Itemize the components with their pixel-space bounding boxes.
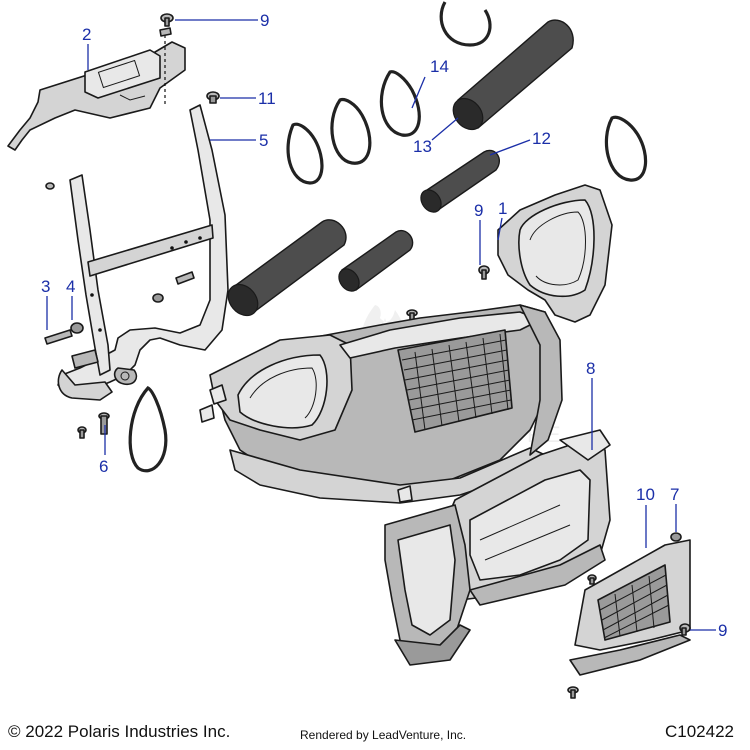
callout-5: 5: [259, 131, 268, 150]
tube-13: [452, 19, 574, 131]
bolt-skid-a: [587, 574, 597, 585]
part-10-skid-plate: [569, 539, 691, 676]
diagram-code: C102422: [664, 722, 734, 741]
callout-9-middle: 9: [474, 201, 483, 220]
bolt-9-top: [160, 13, 174, 27]
grille-mesh: [401, 333, 512, 431]
part-5-guard-frame: [57, 104, 229, 401]
part-2-upper-bracket: [7, 27, 186, 151]
foam-tubes: [227, 19, 574, 317]
callout-8: 8: [586, 359, 595, 378]
straps-14: [286, 1, 648, 185]
skid-hardware: [567, 532, 691, 699]
strap-lower: [128, 386, 168, 473]
callout-1: 1: [498, 199, 507, 218]
bolt-6b: [98, 412, 110, 435]
callout-12: 12: [532, 129, 551, 148]
callout-10: 10: [636, 485, 655, 504]
skid-grille-mesh: [599, 574, 670, 639]
bolt-7: [670, 532, 682, 542]
bolt-9-bottom: [679, 623, 691, 636]
callout-11: 11: [258, 89, 276, 108]
callout-13: 13: [413, 137, 432, 156]
part-1-front-fascia: [199, 184, 613, 504]
leader-lines: [46, 19, 716, 631]
callout-9-bottom: 9: [718, 621, 727, 640]
tube-left-short: [338, 229, 414, 292]
copyright-text: © 2022 Polaris Industries Inc.: [8, 722, 231, 741]
frame-hardware: [44, 182, 418, 439]
tube-left-long: [227, 219, 347, 317]
callout-7: 7: [670, 485, 679, 504]
callout-9-top: 9: [260, 11, 269, 30]
bolt-6a: [77, 426, 87, 439]
callout-6: 6: [99, 457, 108, 476]
tube-12: [420, 149, 501, 213]
callout-2: 2: [82, 25, 91, 44]
part-8-lower-bumper: [384, 429, 611, 666]
rendered-by-text: Rendered by LeadVenture, Inc.: [300, 728, 467, 742]
callout-4: 4: [66, 277, 75, 296]
callout-14: 14: [430, 57, 449, 76]
bolt-11: [206, 91, 220, 104]
callouts: 2 9 11 5 14 13 12 9 1 3 4 6 8 10 7 9: [41, 11, 727, 640]
bolt-9-middle: [478, 265, 490, 280]
callout-3: 3: [41, 277, 50, 296]
bolt-skid-c: [567, 686, 579, 699]
